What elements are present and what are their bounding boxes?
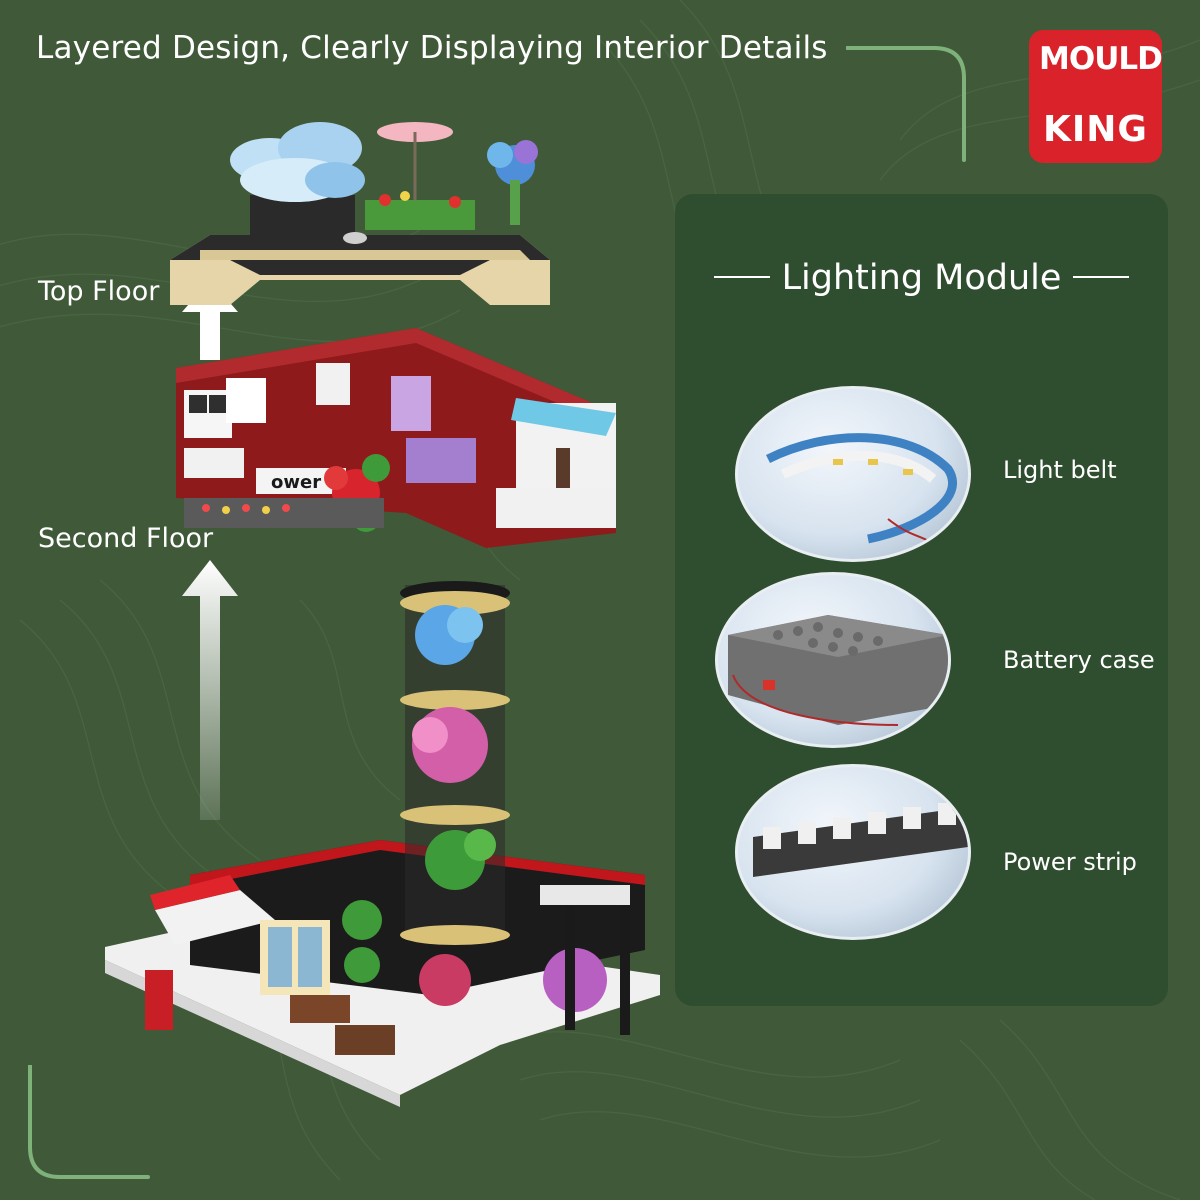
corner-accent-top-right [846, 46, 966, 162]
arrow-up-icon [182, 560, 238, 820]
headline: Layered Design, Clearly Displaying Inter… [36, 30, 828, 66]
battery-case-image [715, 572, 951, 748]
title-rule-left [713, 276, 770, 278]
second-floor-model: ower [176, 328, 616, 548]
svg-text:ower: ower [271, 472, 321, 493]
lighting-module-panel: Lighting Module Light belt [675, 194, 1168, 1006]
top-floor-model [170, 122, 550, 305]
lighting-module-title-text: Lighting Module [781, 258, 1062, 298]
light-belt-label: Light belt [1003, 456, 1117, 484]
second-floor-label: Second Floor [38, 523, 214, 554]
brand-logo: MOULD KING [1029, 30, 1163, 163]
top-floor-label: Top Floor [38, 276, 160, 307]
brand-logo-line2: KING [1043, 109, 1148, 150]
power-strip-image [735, 764, 971, 940]
light-belt-image [735, 386, 971, 562]
title-rule-right [1073, 276, 1130, 278]
ground-floor-model [105, 581, 660, 1107]
battery-case-label: Battery case [1003, 646, 1155, 674]
power-strip-label: Power strip [1003, 848, 1137, 876]
brand-logo-line1: MOULD [1039, 41, 1163, 77]
corner-accent-bottom-left [28, 1065, 150, 1179]
lighting-module-title: Lighting Module [675, 258, 1168, 298]
